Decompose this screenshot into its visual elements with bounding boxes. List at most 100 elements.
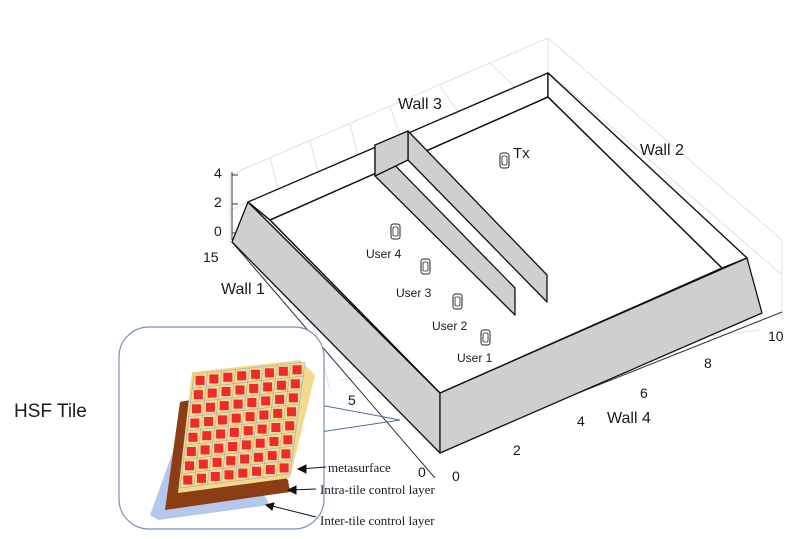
user-4-label: User 4: [366, 247, 402, 261]
metasurface-patch: [237, 371, 247, 381]
metasurface-patch: [209, 374, 219, 384]
x-tick-label: 2: [513, 442, 521, 458]
tx-label: Tx: [513, 145, 530, 162]
metasurface-patches: [179, 361, 306, 489]
metasurface-patch: [228, 442, 238, 451]
metasurface-patch: [183, 475, 193, 485]
wall-1-label: Wall 1: [221, 281, 265, 298]
metasurface-patch: [226, 456, 236, 466]
metasurface-grid-line: [188, 403, 300, 418]
metasurface-patch: [192, 404, 201, 414]
metasurface-patch: [231, 413, 241, 423]
metasurface-grid-line: [207, 370, 223, 485]
metasurface-patch: [235, 385, 245, 395]
metasurface-patch: [204, 417, 214, 426]
metasurface-patch: [288, 393, 298, 403]
metasurface-patch: [276, 380, 286, 390]
metasurface-patch: [261, 396, 271, 406]
metasurface-patch: [252, 466, 261, 476]
metasurface-patch: [219, 401, 229, 411]
metasurface-patch: [290, 379, 300, 389]
metasurface-grid-line: [220, 369, 236, 483]
metasurface-patch: [251, 369, 260, 379]
metasurface-patch: [214, 443, 224, 453]
z-tick-label: 2: [214, 194, 222, 210]
metasurface-patch: [223, 372, 233, 382]
phone-icon: [480, 329, 491, 346]
metasurface-patch: [247, 398, 257, 407]
metasurface-patch: [224, 470, 234, 480]
phone-icon: [420, 258, 431, 275]
metasurface-patch: [279, 463, 289, 473]
metasurface-grid-line: [234, 367, 250, 482]
y-tick-label: 15: [203, 249, 219, 265]
z-tick-label: 0: [214, 223, 222, 239]
metasurface-patch: [233, 399, 243, 409]
metasurface-patch: [264, 368, 274, 378]
metasurface-patch: [197, 473, 206, 483]
metasurface-patch: [273, 408, 283, 418]
phone-icon: [390, 223, 401, 240]
metasurface-label: metasurface: [328, 460, 391, 475]
wall-4-face: [439, 257, 763, 454]
metasurface-patch: [245, 412, 255, 422]
metasurface-patch: [188, 432, 198, 442]
metasurface-patch: [210, 472, 220, 481]
metasurface-grid-line: [193, 372, 209, 487]
metasurface-patch: [186, 447, 196, 456]
wall-4-label: Wall 4: [607, 410, 651, 427]
metasurface-patch: [221, 387, 231, 396]
metasurface-patch: [212, 457, 222, 467]
metasurface-patch: [207, 388, 217, 398]
user-2-label: User 2: [432, 319, 468, 333]
x-tick-label: 8: [704, 355, 712, 371]
metasurface-patch: [275, 394, 285, 404]
metasurface-patch: [200, 445, 210, 455]
metasurface-patch: [216, 429, 226, 439]
metasurface-patch: [263, 382, 273, 392]
metasurface-patch: [198, 459, 208, 469]
metasurface-patch: [278, 366, 288, 376]
metasurface-patch: [267, 451, 277, 461]
metasurface-patch: [285, 421, 295, 431]
metasurface-patch: [193, 390, 203, 400]
phone-icon: [499, 152, 510, 169]
layer-arrows: [264, 464, 327, 518]
partitions: [374, 130, 548, 316]
metasurface-patch: [243, 426, 253, 436]
wall-3-label: Wall 3: [398, 96, 442, 113]
x-tick-label: 4: [577, 413, 585, 429]
metasurface-grid-line: [190, 389, 302, 403]
metasurface-patch: [249, 383, 259, 393]
metasurface-patch: [265, 465, 275, 475]
metasurface-patch: [257, 424, 267, 434]
hsf-tile: [150, 360, 315, 520]
metasurface-patch: [229, 427, 239, 437]
metasurface-patch: [238, 468, 248, 478]
metasurface-patch: [240, 454, 250, 464]
y-axis: 15 5 0: [203, 241, 436, 480]
z-tick-label: 4: [214, 165, 222, 181]
metasurface-patch: [241, 440, 251, 450]
metasurface-patch: [259, 410, 269, 420]
intra-tile-label: Intra-tile control layer: [320, 482, 435, 497]
y-tick-label: 0: [418, 464, 426, 480]
metasurface-patch: [185, 461, 194, 471]
metasurface-patch: [253, 452, 263, 462]
wall-2-label: Wall 2: [640, 142, 684, 159]
metasurface-patch: [202, 431, 212, 441]
metasurface-patch: [287, 407, 296, 417]
metasurface-patch: [255, 438, 265, 448]
metasurface-grid-line: [193, 361, 306, 375]
metasurface-patch: [190, 418, 200, 428]
metasurface-patch: [283, 435, 293, 445]
metasurface-patch: [271, 423, 281, 432]
metasurface-grid-line: [192, 375, 304, 389]
inter-tile-label: Inter-tile control layer: [320, 513, 435, 528]
x-tick-label: 6: [640, 385, 648, 401]
phone-icon: [452, 293, 463, 310]
z-axis: 4 2 0: [214, 165, 238, 240]
y-tick-label: 5: [348, 392, 356, 408]
metasurface-patch: [292, 365, 302, 375]
user-3-label: User 3: [396, 286, 432, 300]
